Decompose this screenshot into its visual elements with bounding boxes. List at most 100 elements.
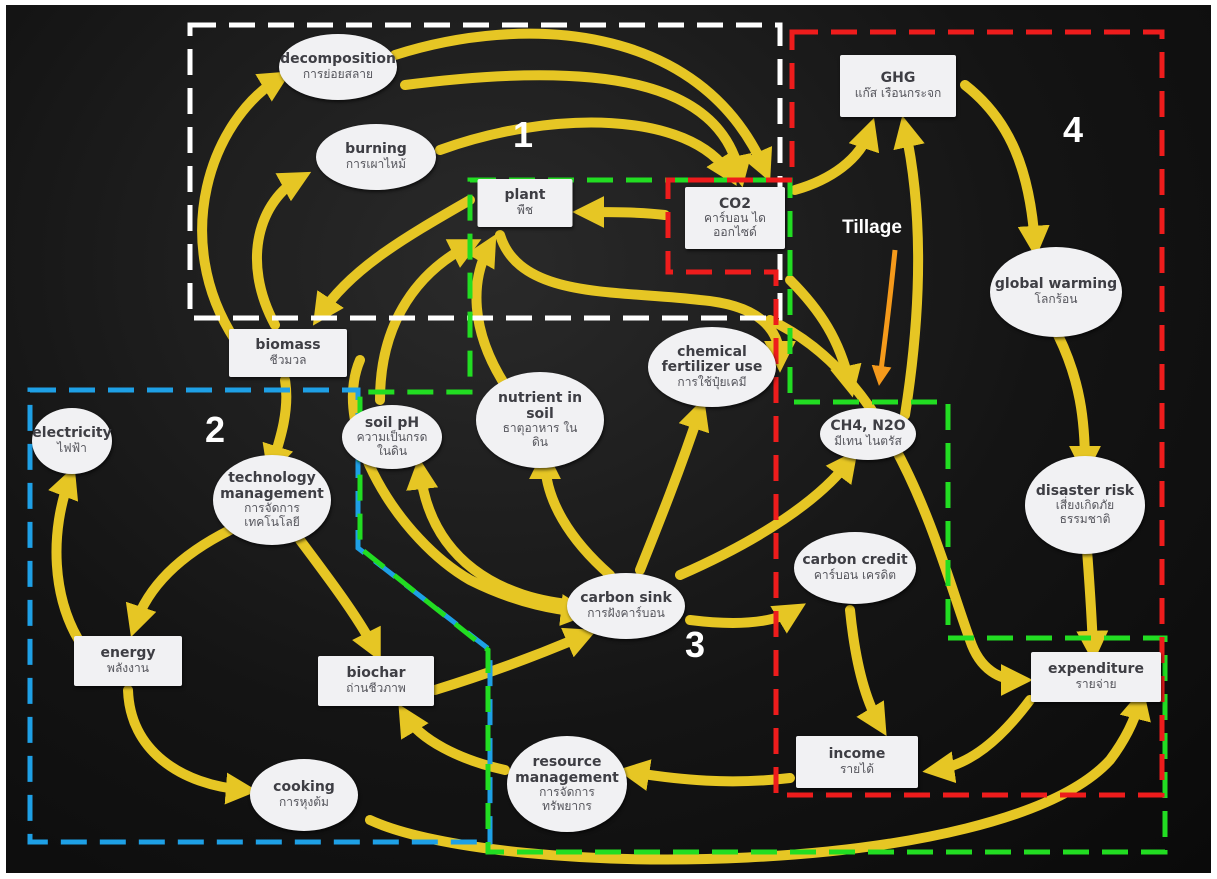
region-3-outline [357, 177, 1168, 855]
node-cooking: cooking การหุงต้ม [250, 759, 358, 831]
node-ghg: GHG แก๊ส เรือนกระจก [840, 55, 956, 117]
node-plant-en: plant [504, 187, 546, 204]
node-resource-th: การจัดการ ทรัพยากร [539, 785, 595, 813]
link-co2-to-ghg [790, 117, 880, 195]
link-co2-to-plant [572, 196, 670, 229]
link-plant-to-biomass [312, 195, 475, 326]
node-nutrient-th: ธาตุอาหาร ในดิน [502, 421, 578, 449]
node-soil-ph: soil pH ความเป็นกรด ในดิน [342, 405, 442, 469]
link-technology-to-biochar [295, 535, 381, 662]
node-cooking-th: การหุงต้ม [279, 795, 329, 810]
node-plant: plant พืช [477, 179, 573, 227]
node-chemical-fertilizer: chemical fertilizer use การใช้ปุ๋ยเคมี [648, 327, 776, 407]
link-carbon-sink-to-nutrient [529, 447, 615, 580]
node-carbon-credit: carbon credit คาร์บอน เครดิต [794, 532, 916, 604]
node-chemical-fertilizer-th: การใช้ปุ๋ยเคมี [677, 374, 747, 389]
node-burning-en: burning [345, 141, 407, 158]
node-technology-th: การจัดการ เทคโนโลยี [244, 501, 300, 529]
node-global-warming-en: global warming [994, 276, 1118, 293]
node-disaster: disaster risk เสี่ยงเกิดภัย ธรรมชาติ [1025, 456, 1145, 554]
node-ch4-n2o-th: มีเทน ไนตรัส [834, 434, 902, 449]
link-ghg-to-global-warming [960, 80, 1050, 258]
node-carbon-sink: carbon sink การฝังคาร์บอน [567, 573, 685, 639]
node-nutrient-en: nutrient in soil [497, 389, 583, 422]
link-ch4-to-ghg [893, 115, 925, 420]
link-biomass-to-burning [251, 171, 312, 330]
link-plant-loop [495, 230, 796, 373]
tillage-arrow [871, 249, 898, 386]
node-chemical-fertilizer-en: chemical fertilizer use [661, 343, 763, 376]
link-carbon-sink-to-carbon-credit [685, 603, 806, 634]
node-carbon-credit-th: คาร์บอน เครดิต [813, 568, 897, 583]
link-carbon-credit-to-income [845, 605, 887, 736]
link-nutrient-to-plant [466, 233, 510, 390]
node-soil-ph-th: ความเป็นกรด ในดิน [356, 430, 428, 458]
node-burning-th: การเผาไหม้ [345, 157, 407, 172]
node-income-en: income [828, 746, 886, 763]
node-disaster-en: disaster risk [1035, 482, 1135, 499]
node-plant-th: พืช [516, 203, 534, 218]
node-income: income รายได้ [796, 736, 918, 788]
node-disaster-th: เสี่ยงเกิดภัย ธรรมชาติ [1055, 498, 1115, 526]
region-number-1: 1 [512, 114, 534, 155]
region-number-3: 3 [684, 624, 706, 665]
node-electricity-en: electricity [32, 425, 112, 442]
node-ghg-th: แก๊ส เรือนกระจก [854, 86, 942, 101]
region-2-outline [27, 387, 493, 845]
node-ch4-n2o-en: CH4, N2O [830, 418, 906, 435]
node-income-th: รายได้ [839, 762, 875, 777]
node-resource: resource management การจัดการ ทรัพยากร [507, 736, 627, 832]
node-biochar-en: biochar [346, 665, 406, 682]
node-energy: energy พลังงาน [74, 636, 182, 686]
node-nutrient: nutrient in soil ธาตุอาหาร ในดิน [476, 372, 604, 468]
link-expenditure-to-income [922, 695, 1035, 784]
link-cooking-to-expenditure [365, 687, 1151, 865]
link-energy-to-electricity [48, 466, 90, 655]
link-biochar-to-carbon-sink [430, 627, 597, 695]
link-decomposition-to-co2 [390, 28, 773, 182]
node-electricity-th: ไฟฟ้า [57, 441, 87, 456]
link-technology-to-energy [125, 525, 235, 638]
link-resource-to-biochar [398, 704, 510, 775]
tillage-label: Tillage [842, 217, 902, 238]
node-resource-en: resource management [515, 753, 619, 786]
link-carbon-sink-to-ch4 [675, 449, 858, 580]
node-technology-en: technology management [220, 469, 324, 502]
node-biochar: biochar ถ่านชีวภาพ [318, 656, 434, 706]
node-decomposition: decomposition การย่อยสลาย [279, 34, 397, 100]
node-decomposition-th: การย่อยสลาย [302, 67, 374, 82]
node-soil-ph-en: soil pH [364, 414, 420, 431]
link-carbon-sink-to-soil-ph [406, 457, 585, 610]
node-electricity: electricity ไฟฟ้า [32, 408, 112, 474]
node-expenditure: expenditure รายจ่าย [1031, 652, 1161, 702]
link-global-warming-to-disaster [1053, 330, 1101, 478]
region-number-2: 2 [204, 409, 226, 450]
node-global-warming: global warming โลกร้อน [990, 247, 1122, 337]
link-carbon-sink-to-chemical [635, 397, 710, 575]
region-outlines [27, 22, 1168, 855]
node-decomposition-en: decomposition [280, 51, 396, 68]
node-ghg-en: GHG [880, 70, 916, 87]
node-co2-en: CO2 [719, 195, 751, 212]
link-biomass-to-decomposition [197, 71, 291, 345]
node-energy-th: พลังงาน [107, 661, 149, 676]
link-soil-ph-to-plant [375, 239, 482, 405]
node-carbon-sink-en: carbon sink [580, 590, 672, 607]
node-co2-th: คาร์บอน ไดออกไซด์ [704, 211, 766, 239]
node-ch4-n2o: CH4, N2O มีเทน ไนตรัส [820, 408, 916, 460]
node-biomass: biomass ชีวมวล [229, 329, 347, 377]
node-biochar-th: ถ่านชีวภาพ [346, 681, 406, 696]
node-energy-en: energy [100, 645, 156, 662]
node-expenditure-en: expenditure [1048, 661, 1144, 678]
node-expenditure-th: รายจ่าย [1075, 677, 1117, 692]
link-energy-to-cooking [123, 685, 258, 805]
link-disaster-to-expenditure [1076, 545, 1109, 663]
link-decomposition-outer-loop [400, 70, 752, 188]
link-biomass-to-technology [262, 375, 294, 478]
node-technology: technology management การจัดการ เทคโนโลย… [213, 455, 331, 545]
node-carbon-sink-th: การฝังคาร์บอน [587, 606, 665, 621]
node-burning: burning การเผาไหม้ [316, 124, 436, 190]
region-4-outline [665, 29, 1165, 798]
